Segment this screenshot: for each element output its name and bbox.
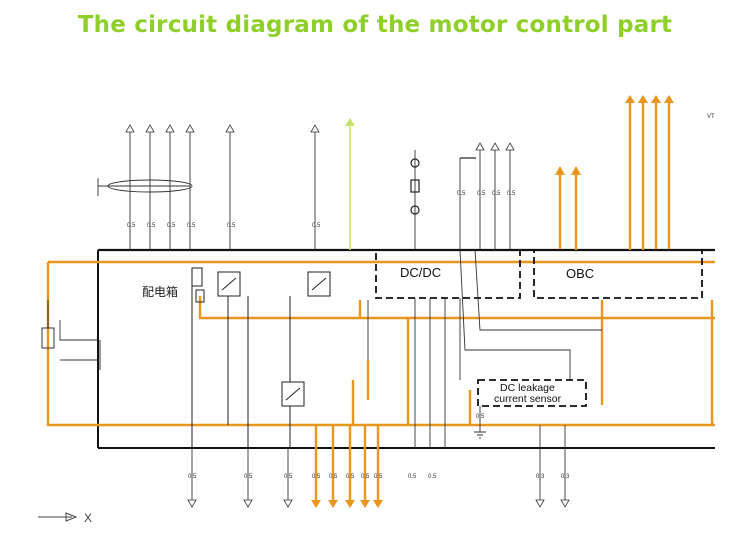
wire-size-label: 0.5 (476, 414, 485, 420)
obc-block: OBC (533, 249, 703, 299)
wire-size-label: 0.5 (329, 474, 338, 480)
wire-size-label: 0.5 (227, 223, 236, 229)
dcdc-block: DC/DC (375, 249, 521, 299)
wire-size-label: 0.5 (312, 223, 321, 229)
left-component (41, 300, 101, 370)
obc-label: OBC (566, 266, 594, 281)
orange-arrowheads (311, 95, 674, 508)
wire-size-label: 0.5 (167, 223, 176, 229)
wire-size-label: 0.5 (428, 474, 437, 480)
wire-size-label: 0.5 (507, 191, 516, 197)
dcdc-label: DC/DC (400, 265, 441, 280)
wire-size-label: 0.5 (346, 474, 355, 480)
wire-size-label: 0.5 (457, 191, 466, 197)
bottom-wire-size-labels: 0.5 0.5 0.5 0.5 0.5 0.5 0.5 0.5 0.5 0.5 … (188, 474, 570, 480)
wire-size-label: 0.5 (312, 474, 321, 480)
wire-size-label: 0.5 (492, 191, 501, 197)
wire-size-label: 0.5 (361, 474, 370, 480)
leakage-sensor-label-line1: DC leakage (500, 382, 555, 394)
wire-size-label: 0.5 (244, 474, 253, 480)
internal-wiring (59, 249, 602, 500)
leakage-sensor-block: DC leakage current sensor 0.5 (476, 379, 587, 420)
top-connectors (97, 132, 511, 250)
wire-size-label: 0.5 (187, 223, 196, 229)
wire-size-label: 0.5 (284, 474, 293, 480)
diagram-title: The circuit diagram of the motor control… (77, 12, 673, 38)
vt-label: VT (707, 114, 715, 120)
green-wire (345, 118, 355, 250)
wire-size-label: 0.5 (147, 223, 156, 229)
wire-size-label: 0.3 (561, 474, 570, 480)
relays (191, 267, 331, 448)
x-axis-label: X (84, 511, 92, 525)
ground-icon (474, 431, 486, 439)
wire-size-label: 0.5 (477, 191, 486, 197)
leakage-sensor-label-line2: current sensor (494, 393, 562, 405)
wire-size-label: 0.5 (374, 474, 383, 480)
distribution-box-label: 配电箱 (142, 284, 178, 299)
wire-size-label: 0.5 (188, 474, 197, 480)
wire-size-label: 0.3 (536, 474, 545, 480)
bottom-arrowheads (187, 499, 570, 508)
top-arrowheads (125, 124, 515, 151)
top-wire-size-labels: 0.5 0.5 0.5 0.5 0.5 0.5 0.5 0.5 0.5 0.5 (127, 191, 516, 229)
dcdc-input-components (410, 157, 476, 215)
orange-wiring (46, 102, 715, 500)
wire-size-label: 0.5 (127, 223, 136, 229)
x-axis-indicator: X (38, 511, 92, 525)
wire-size-label: 0.5 (408, 474, 417, 480)
